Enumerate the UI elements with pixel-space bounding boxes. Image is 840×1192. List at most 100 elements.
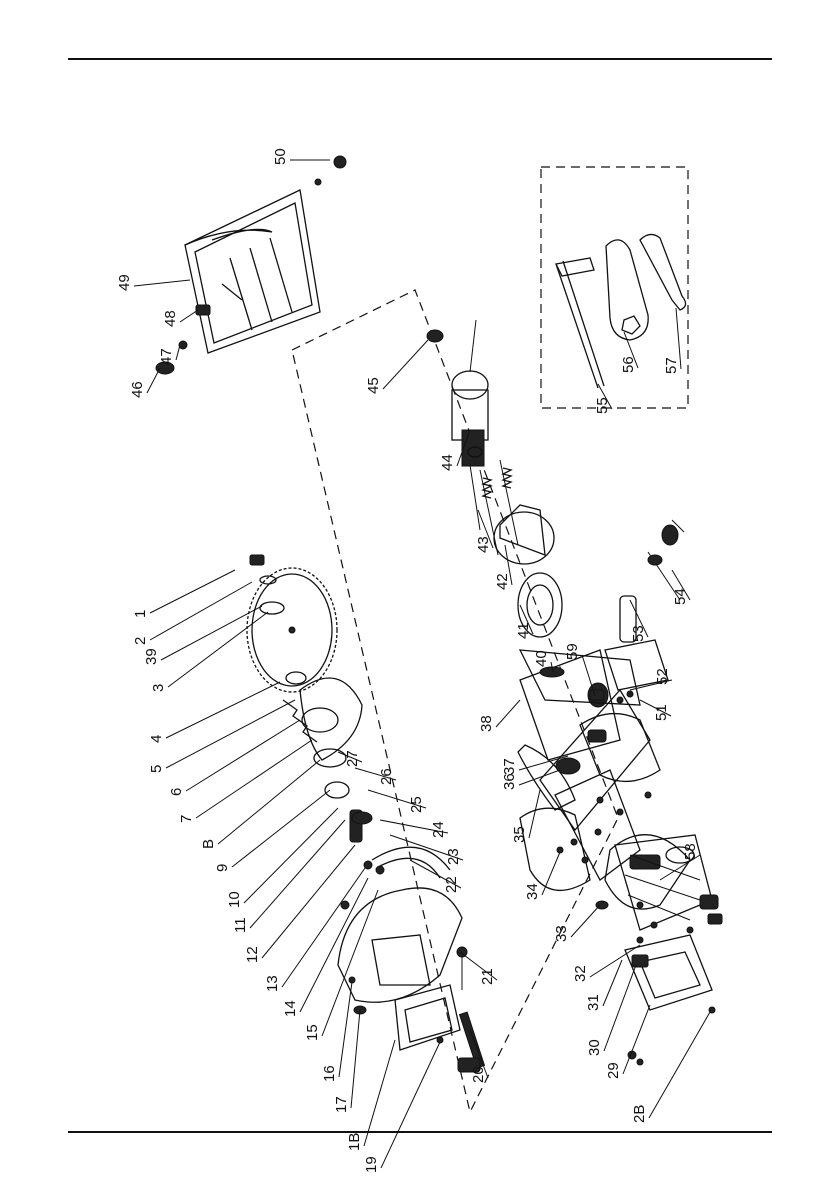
part-label-p22: 22 xyxy=(443,876,460,893)
part-label-p16: 16 xyxy=(321,1065,338,1082)
part-label-p19: 19 xyxy=(363,1156,380,1173)
part-label-p7: 7 xyxy=(178,815,195,823)
leader-line-p7 xyxy=(196,740,312,818)
part-label-p21: 21 xyxy=(479,968,496,985)
part-label-p40: 40 xyxy=(533,650,550,667)
leader-line-p30 xyxy=(604,965,636,1051)
leader-line-p49 xyxy=(134,280,190,286)
leader-line-p2 xyxy=(150,582,252,640)
leader-line-p35 xyxy=(529,790,540,838)
leader-line-p19 xyxy=(381,1042,440,1168)
part-label-p34: 34 xyxy=(524,883,541,900)
fasteners xyxy=(557,691,715,1065)
part-label-p1: 1 xyxy=(132,610,149,618)
part-label-p53: 53 xyxy=(630,625,647,642)
leader-line-p4 xyxy=(166,682,280,738)
part-label-p8: B xyxy=(200,839,217,849)
rip-fence xyxy=(556,258,604,388)
part-label-p31: 31 xyxy=(585,994,602,1011)
part-label-p37: 37 xyxy=(501,758,518,775)
part-label-p15: 15 xyxy=(304,1024,321,1041)
part-label-p33: 33 xyxy=(553,925,570,942)
leader-line-p14 xyxy=(300,878,368,1012)
leader-line-p18 xyxy=(364,1040,395,1146)
part-label-p51: 51 xyxy=(653,704,670,721)
part-label-p9: 9 xyxy=(214,864,231,872)
leader-line-p1 xyxy=(150,570,235,613)
part-label-p57: 57 xyxy=(663,357,680,374)
leader-line-p16 xyxy=(339,982,352,1077)
leader-line-p17 xyxy=(351,1010,360,1108)
part-label-p45: 45 xyxy=(365,377,382,394)
blade-guard-assembly xyxy=(283,678,384,874)
leader-line-p38 xyxy=(496,700,520,727)
part-label-p50: 50 xyxy=(272,148,289,165)
power-cord xyxy=(620,520,684,642)
part-label-p27: 27 xyxy=(344,750,361,767)
part-label-p38: 38 xyxy=(478,715,495,732)
leader-line-p8 xyxy=(218,760,320,844)
leader-line-p13 xyxy=(282,868,365,987)
leader-line-p28 xyxy=(649,1012,710,1118)
upper-guard xyxy=(338,847,462,1002)
locking-knob xyxy=(156,156,346,374)
part-label-p11: 11 xyxy=(232,917,249,933)
leader-line-p15 xyxy=(322,890,378,1036)
part-label-p4: 4 xyxy=(148,735,165,743)
part-label-p6: 6 xyxy=(168,788,185,796)
leader-line-p48 xyxy=(180,310,198,322)
part-label-p39: 39 xyxy=(143,648,160,665)
leader-line-p36 xyxy=(519,770,560,785)
leader-line-p29 xyxy=(623,1005,650,1074)
part-label-p29: 29 xyxy=(605,1062,622,1079)
part-label-p5: 5 xyxy=(148,765,165,773)
part-label-p26: 26 xyxy=(378,768,395,785)
part-label-p23: 23 xyxy=(445,848,462,865)
base-plate xyxy=(185,190,320,353)
leader-line-p47 xyxy=(176,345,180,360)
leader-line-p6 xyxy=(186,720,300,791)
leader-line-p33 xyxy=(571,905,600,937)
part-label-p48: 48 xyxy=(162,310,179,327)
part-label-p59: 59 xyxy=(564,643,581,660)
part-label-p58: 58 xyxy=(682,843,699,860)
part-label-p54: 54 xyxy=(672,588,689,605)
part-label-p12: 12 xyxy=(244,946,261,963)
leader-line-p5 xyxy=(166,700,295,768)
part-label-p17: 17 xyxy=(333,1096,350,1113)
part-label-p14: 14 xyxy=(282,1000,299,1017)
part-label-p30: 30 xyxy=(586,1039,603,1056)
leader-line-p9 xyxy=(232,790,330,867)
part-label-p20: 20 xyxy=(470,1066,487,1083)
part-label-p49: 49 xyxy=(116,274,133,291)
part-label-p2: 2 xyxy=(132,637,149,645)
leader-line-p10 xyxy=(244,808,338,903)
part-label-p3: 3 xyxy=(150,684,167,692)
part-label-p52: 52 xyxy=(654,668,671,685)
part-label-p25: 25 xyxy=(408,796,425,813)
part-label-p43: 43 xyxy=(475,536,492,553)
part-label-p44: 44 xyxy=(439,454,456,471)
switch-box xyxy=(596,895,722,1010)
part-label-p35: 35 xyxy=(511,826,528,843)
flange-wrench xyxy=(606,240,648,340)
part-label-p47: 47 xyxy=(158,348,175,365)
part-label-p42: 42 xyxy=(494,573,511,590)
part-label-p13: 13 xyxy=(264,975,281,992)
leader-line-p45 xyxy=(383,340,428,389)
part-label-p55: 55 xyxy=(594,397,611,414)
leader-line-p3 xyxy=(168,612,268,687)
armature xyxy=(427,320,488,530)
part-label-p10: 10 xyxy=(226,891,243,908)
part-label-p32: 32 xyxy=(572,965,589,982)
part-label-p46: 46 xyxy=(129,381,146,398)
part-label-p56: 56 xyxy=(620,356,637,373)
leader-line-p46 xyxy=(147,368,160,393)
hex-key-wrench xyxy=(640,234,686,310)
part-label-p24: 24 xyxy=(430,821,447,838)
saw-blade xyxy=(247,568,337,692)
spindle-bolt xyxy=(457,947,484,1072)
part-label-p18: 1B xyxy=(346,1133,363,1151)
part-label-p28: 2B xyxy=(631,1105,648,1123)
